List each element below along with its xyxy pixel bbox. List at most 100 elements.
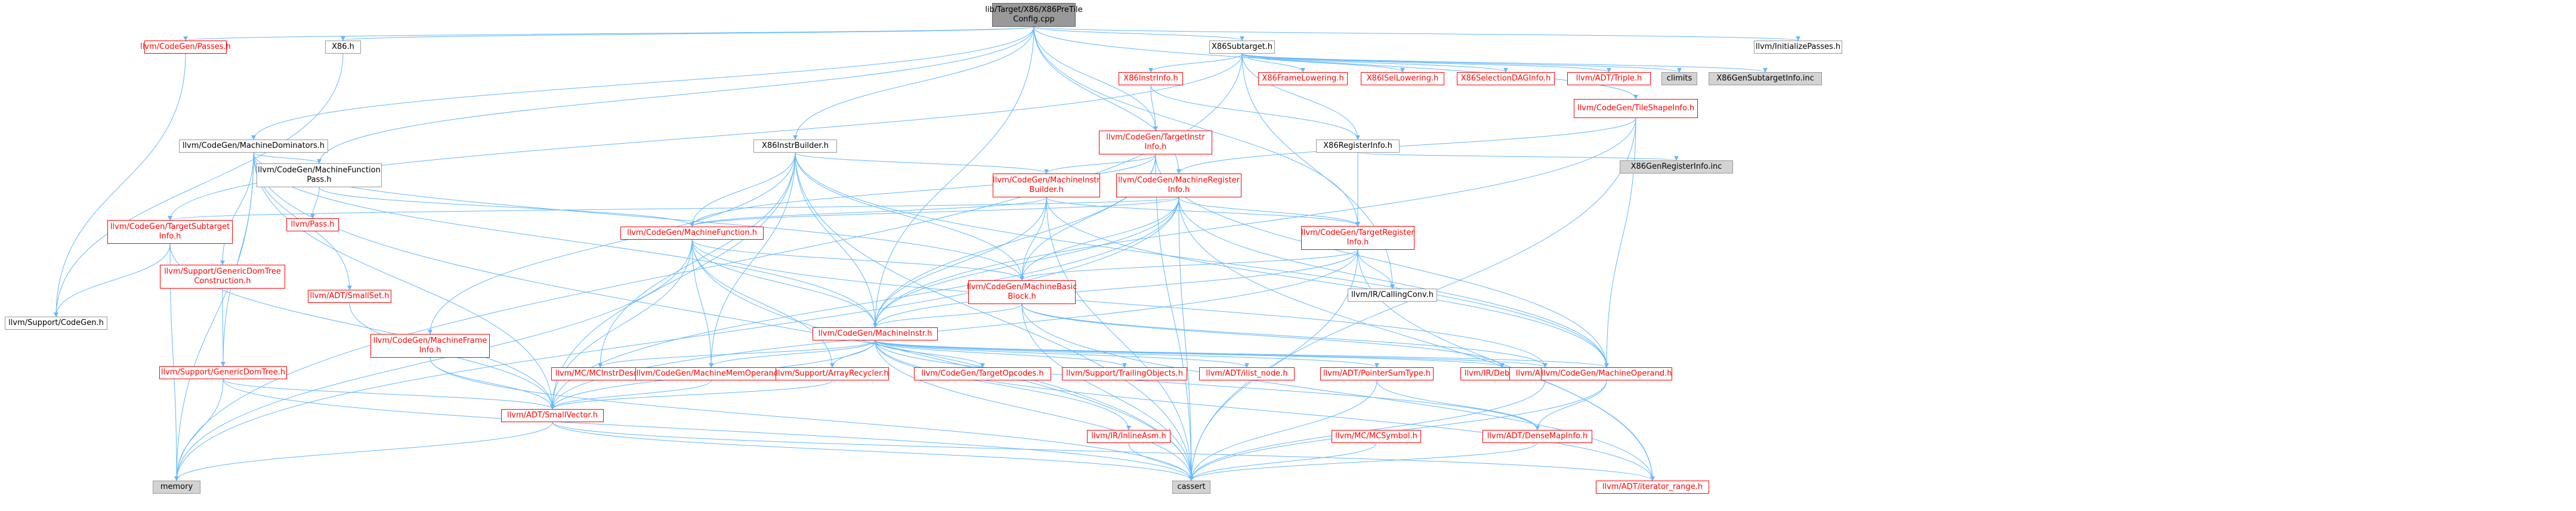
edge-root-to-passes	[183, 26, 1034, 41]
edge-machinedom-to-gdtconstr	[220, 152, 254, 265]
edge-root-to-x86h	[341, 26, 1034, 41]
edge-root-to-minstr	[873, 26, 1034, 328]
node-mibuilder[interactable]: llvm/CodeGen/MachineInstr Builder.h	[993, 174, 1100, 197]
edge-x86instrbuilder-to-mbb	[795, 152, 1024, 281]
node-ptrsumtype[interactable]: llvm/ADT/PointerSumType.h	[1320, 367, 1434, 380]
node-root[interactable]: lib/Target/X86/X86PreTile Config.cpp	[985, 3, 1083, 27]
edge-mbb-to-cassert	[1021, 303, 1194, 481]
node-cassert[interactable]: cassert	[1172, 481, 1210, 494]
edge-smallvector-to-memory	[174, 422, 553, 481]
edge-tileshape-to-minstr	[873, 117, 1636, 328]
node-iterrange[interactable]: llvm/ADT/iterator_range.h	[1596, 481, 1709, 494]
edge-minstr-to-iterrange	[875, 340, 1655, 481]
node-mbb[interactable]: llvm/CodeGen/MachineBasic Block.h	[967, 280, 1077, 304]
edge-passes-to-supportcg	[54, 53, 186, 317]
node-densemapinfo[interactable]: llvm/ADT/DenseMapInfo.h	[1482, 430, 1592, 443]
node-smallvector[interactable]: llvm/ADT/SmallVector.h	[501, 409, 604, 422]
edge-minstr-to-trailingobj	[875, 340, 1127, 368]
edge-smallvector-to-cassert	[552, 422, 1194, 481]
node-x86reginfo[interactable]: X86RegisterInfo.h	[1316, 140, 1400, 153]
node-pass[interactable]: llvm/Pass.h	[286, 218, 339, 231]
edge-tileshape-to-mreginfo	[1176, 117, 1636, 174]
edge-densemapinfo-to-cassert	[1189, 442, 1538, 481]
edge-minstr-to-ptrsumtype	[875, 340, 1379, 368]
node-x86instrbuilder[interactable]: X86InstrBuilder.h	[753, 140, 837, 153]
node-x86seldag[interactable]: X86SelectionDAGInfo.h	[1457, 72, 1555, 85]
node-inlineasm[interactable]: llvm/IR/InlineAsm.h	[1087, 430, 1170, 443]
edge-smallvector-to-iterrange	[552, 422, 1655, 481]
node-climits[interactable]: climits	[1661, 72, 1697, 85]
node-ilistnode[interactable]: llvm/ADT/ilist_node.h	[1199, 367, 1295, 380]
node-minstr[interactable]: llvm/CodeGen/MachineInstr.h	[813, 327, 938, 340]
edge-tregisterinfo-to-mbb	[1020, 249, 1358, 281]
node-tileshape[interactable]: llvm/CodeGen/TileShapeInfo.h	[1574, 99, 1698, 118]
edge-mmo-to-smallvector	[550, 380, 712, 410]
edge-x86reginfo-to-x86genreg	[1357, 152, 1679, 161]
edge-mreginfo-to-tsubinfo	[168, 197, 1179, 221]
edge-tregisterinfo-to-callingconv	[1357, 249, 1395, 289]
node-gdt[interactable]: llvm/Support/GenericDomTree.h	[159, 366, 287, 379]
node-mfunction[interactable]: llvm/CodeGen/MachineFunction.h	[620, 227, 764, 240]
edge-mreginfo-to-moperand	[1178, 197, 1609, 368]
edge-targetinstrinfo-to-cassert	[1155, 154, 1194, 481]
node-callingconv[interactable]: llvm/IR/CallingConv.h	[1348, 289, 1437, 302]
edge-x86instrbuilder-to-mmo	[709, 152, 796, 368]
node-x86genreg[interactable]: X86GenRegisterInfo.inc	[1620, 160, 1733, 174]
node-x86framelow[interactable]: X86FrameLowering.h	[1258, 72, 1348, 85]
node-mfpass[interactable]: llvm/CodeGen/MachineFunction Pass.h	[257, 163, 382, 187]
edge-targetinstrinfo-to-mfunction	[690, 154, 1156, 227]
node-trailingobj[interactable]: llvm/Support/TrailingObjects.h	[1062, 367, 1187, 380]
edge-x86instrbuilder-to-moperand	[795, 152, 1609, 368]
node-mcsymbol[interactable]: llvm/MC/MCSymbol.h	[1332, 430, 1421, 443]
node-smallset[interactable]: llvm/ADT/SmallSet.h	[308, 290, 391, 303]
edge-minstr-to-moperand	[875, 340, 1609, 368]
node-initpasses[interactable]: llvm/InitializePasses.h	[1754, 41, 1842, 54]
node-tregisterinfo[interactable]: llvm/CodeGen/TargetRegister Info.h	[1301, 226, 1414, 250]
node-x86h[interactable]: X86.h	[325, 41, 361, 54]
edge-ptrsumtype-to-densemapinfo	[1376, 380, 1540, 431]
edge-machinedom-to-mfpass	[253, 152, 322, 164]
edge-targetinstrinfo-to-mibuilder	[1044, 154, 1156, 174]
node-supportcg[interactable]: llvm/Support/CodeGen.h	[5, 317, 107, 330]
edge-arrayrecycler-to-smallvector	[550, 380, 833, 410]
edge-mfunction-to-ilist	[691, 239, 1548, 368]
node-gdtconstr[interactable]: llvm/Support/GenericDomTree Construction…	[160, 265, 285, 289]
edge-mibuilder-to-mfunction	[690, 197, 1047, 227]
edge-x86subtarget-to-memory	[174, 53, 1243, 481]
edge-minstr-to-mmo	[709, 340, 876, 368]
edge-x86instrbuilder-to-minstr	[795, 152, 878, 328]
edge-mfunction-to-mmo	[691, 239, 714, 368]
edge-x86subtarget-to-tsubinfo	[168, 53, 1243, 221]
node-arrayrecycler[interactable]: llvm/Support/ArrayRecycler.h	[776, 367, 889, 380]
node-targetopcodes[interactable]: llvm/CodeGen/TargetOpcodes.h	[914, 367, 1051, 380]
node-x86gensub[interactable]: X86GenSubtargetInfo.inc	[1709, 72, 1822, 85]
node-moperand[interactable]: llvm/CodeGen/MachineOperand.h	[1541, 367, 1672, 380]
node-machinedom[interactable]: llvm/CodeGen/MachineDominators.h	[179, 140, 328, 153]
edge-mibuilder-to-tregisterinfo	[1046, 197, 1360, 227]
edge-x86subtarget-to-x86framelow	[1241, 53, 1305, 73]
node-passes[interactable]: llvm/CodeGen/Passes.h	[140, 41, 231, 54]
edge-x86subtarget-to-x86isel	[1241, 53, 1405, 73]
node-mreginfo[interactable]: llvm/CodeGen/MachineRegister Info.h	[1116, 174, 1241, 197]
node-x86instrinfo[interactable]: X86InstrInfo.h	[1119, 72, 1183, 85]
edge-x86subtarget-to-triple	[1241, 53, 1611, 73]
edge-minstr-to-mcinstrdesc	[598, 340, 876, 368]
node-mcinstrdesc[interactable]: llvm/MC/MCInstrDesc.h	[551, 367, 649, 380]
node-x86subtarget[interactable]: X86Subtarget.h	[1209, 41, 1275, 54]
edge-mibuilder-to-moperand	[1046, 197, 1609, 368]
node-mframeinfo[interactable]: llvm/CodeGen/MachineFrame Info.h	[370, 334, 490, 358]
edge-mibuilder-to-minstr	[873, 197, 1047, 328]
node-triple[interactable]: llvm/ADT/Triple.h	[1567, 72, 1651, 85]
edge-mreginfo-to-tregisterinfo	[1178, 197, 1360, 227]
edge-root-to-machinedom	[251, 26, 1034, 140]
node-x86isel[interactable]: X86ISelLowering.h	[1361, 72, 1444, 85]
node-targetinstrinfo[interactable]: llvm/CodeGen/TargetInstr Info.h	[1099, 131, 1212, 154]
node-tsubinfo[interactable]: llvm/CodeGen/TargetSubtarget Info.h	[107, 220, 233, 244]
edge-mbb-to-ilist	[1021, 303, 1548, 368]
edge-mbb-to-minstr	[873, 303, 1023, 328]
edge-root-to-tileshape	[1033, 26, 1638, 100]
node-memory[interactable]: memory	[153, 481, 200, 494]
node-mmo[interactable]: llvm/CodeGen/MachineMemOperand.h	[635, 367, 787, 380]
edge-minstr-to-densemapinfo	[875, 340, 1540, 431]
edge-mframeinfo-to-smallvector	[430, 357, 555, 410]
